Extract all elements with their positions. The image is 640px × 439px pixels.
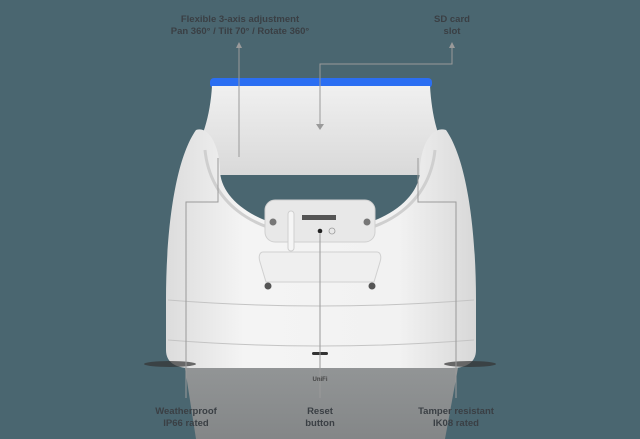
callout-adjustment-line1: Flexible 3-axis adjustment — [180, 14, 300, 25]
callout-reset: Reset button — [280, 406, 360, 430]
top-accent-ring — [210, 78, 432, 88]
callout-reset-line1: Reset — [307, 406, 333, 417]
callout-tamper-line2: IK08 rated — [433, 418, 479, 429]
camera-head — [180, 86, 460, 175]
callout-weatherproof-line2: IP66 rated — [163, 418, 209, 429]
sd-card-slot — [302, 215, 336, 220]
callout-adjustment: Flexible 3-axis adjustment Pan 360° / Ti… — [140, 14, 340, 38]
callout-tamper: Tamper resistant IK08 rated — [404, 406, 508, 430]
callout-weatherproof: Weatherproof IP66 rated — [136, 406, 236, 430]
callout-adjustment-line2: Pan 360° / Tilt 70° / Rotate 360° — [170, 26, 310, 37]
floor-reflection — [185, 368, 458, 439]
callout-weatherproof-line1: Weatherproof — [155, 406, 217, 417]
bottom-marking: UniFi — [312, 377, 328, 383]
reset-button — [317, 228, 323, 234]
camera-mount-body — [166, 129, 476, 368]
leader-lines — [185, 44, 457, 398]
callout-sd-card-line1: SD card — [434, 14, 470, 25]
callout-reset-line2: button — [305, 418, 335, 429]
callout-sd-card: SD card slot — [412, 14, 492, 38]
callout-tamper-line1: Tamper resistant — [418, 406, 494, 417]
callout-sd-card-line2: slot — [443, 26, 461, 37]
